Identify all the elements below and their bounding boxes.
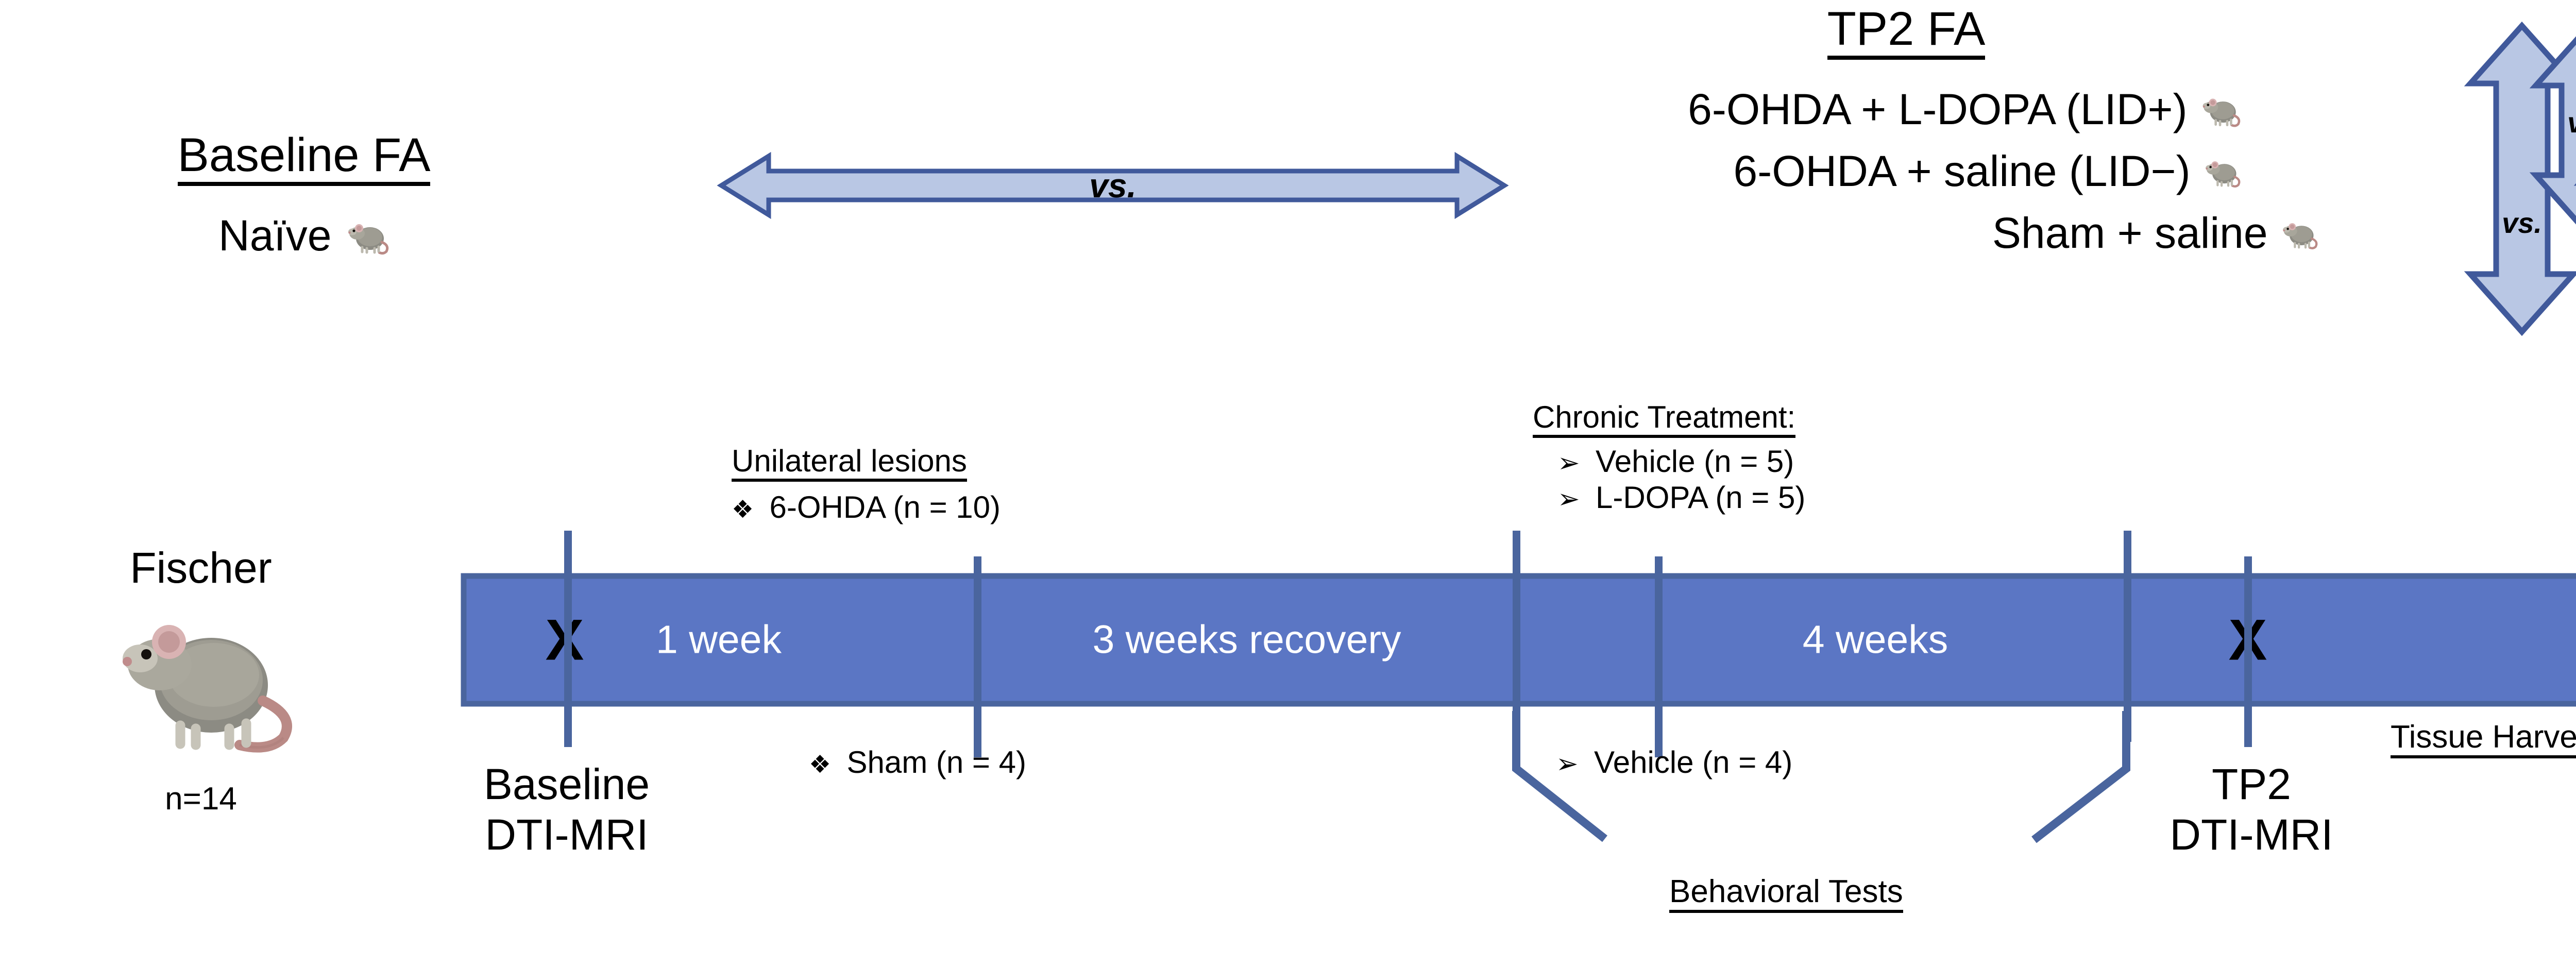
rat-icon [2280, 216, 2318, 249]
chronic-annotation: Chronic Treatment: ➢ Vehicle (n = 5) ➢ L… [1533, 402, 1805, 513]
rat-icon [345, 216, 389, 255]
chronic-bullet-icon: ➢ [1557, 484, 1580, 514]
tp2-group-row-1: 6-OHDA + L-DOPA (LID+) [1494, 88, 2241, 131]
tissue-harvest-label: Tissue Harvest [2391, 721, 2576, 758]
chronic-below-row: ➢ Vehicle (n = 4) [1556, 747, 1792, 778]
tp2-endpoint-label: TP2 DTI-MRI [2107, 762, 2396, 856]
chronic-bullet-icon: ➢ [1556, 749, 1579, 779]
baseline-fa-group-row: Naïve [77, 214, 531, 257]
timeline-tick-lesion-overlay [974, 576, 981, 704]
tp2-group-row-3: Sham + saline [1494, 211, 2318, 255]
tp2-endpoint-line1: TP2 [2211, 760, 2292, 808]
lesions-title: Unilateral lesions [732, 446, 967, 482]
baseline-endpoint-line1: Baseline [483, 760, 650, 808]
chronic-bullet-icon: ➢ [1557, 448, 1580, 478]
lesions-item-above-1: 6-OHDA (n = 10) [769, 490, 1001, 524]
behavioral-connector-left [1489, 711, 1664, 845]
lesions-below-row: ❖ Sham (n = 4) [809, 747, 1026, 778]
timeline-tick-baseline-overlay [564, 576, 572, 704]
rat-icon [2200, 91, 2241, 127]
timeline-tick-chronic-second-overlay [1655, 576, 1663, 704]
lesions-item-below-1: Sham (n = 4) [846, 745, 1026, 779]
timeline-segment-label-1: 1 week [656, 617, 782, 662]
vs-horizontal-arrow: vs. [717, 151, 1509, 219]
timeline-tick-tp2-overlay [2244, 576, 2252, 704]
behavioral-connector-right [1973, 711, 2148, 845]
timeline-segment-label-3: 4 weeks [1802, 617, 1948, 662]
behavioral-tests-label: Behavioral Tests [1669, 876, 1903, 913]
subject-strain-label: Fischer [130, 544, 272, 592]
lesions-bullet-icon: ❖ [732, 496, 754, 523]
timeline-tick-behavior-end-overlay [2124, 576, 2131, 704]
rat-icon [2203, 155, 2241, 188]
vs-arrow-outer-label: vs. [2502, 207, 2542, 239]
baseline-fa-group-label: Naïve [218, 211, 332, 260]
tp2-group-label-3: Sham + saline [1992, 209, 2268, 257]
vs-arrow-upper-label: vs. [2549, 108, 2576, 137]
tp2-endpoint-line2: DTI-MRI [2170, 810, 2333, 859]
lesions-bullet-icon: ❖ [809, 751, 832, 778]
baseline-fa-block: Baseline FA [77, 131, 531, 186]
chronic-title: Chronic Treatment: [1533, 402, 1796, 438]
baseline-fa-title: Baseline FA [177, 131, 431, 186]
subject-n-label: n=14 [165, 781, 237, 817]
subject-rat-icon [108, 598, 299, 753]
tp2-group-label-1: 6-OHDA + L-DOPA (LID+) [1688, 85, 2188, 133]
baseline-endpoint-label: Baseline DTI-MRI [422, 762, 711, 856]
tp2-group-label-2: 6-OHDA + saline (LID−) [1733, 147, 2191, 195]
chronic-item-above-1: Vehicle (n = 5) [1596, 444, 1794, 479]
timeline-segment-label-2: 3 weeks recovery [1092, 617, 1401, 662]
tp2-fa-title: TP2 FA [1571, 5, 2241, 60]
lesions-annotation: Unilateral lesions ❖ 6-OHDA (n = 10) [732, 446, 1001, 523]
vs-arrow-group: vs. vs. vs. [2464, 21, 2576, 336]
vs-horizontal-arrow-label: vs. [1089, 166, 1137, 205]
chronic-item-below-1: Vehicle (n = 4) [1594, 745, 1793, 779]
chronic-item-above-2: L-DOPA (n = 5) [1596, 480, 1806, 515]
baseline-endpoint-line2: DTI-MRI [485, 810, 649, 859]
timeline-tick-chronic-start-overlay [1513, 576, 1520, 704]
tp2-group-row-2: 6-OHDA + saline (LID−) [1494, 149, 2241, 193]
